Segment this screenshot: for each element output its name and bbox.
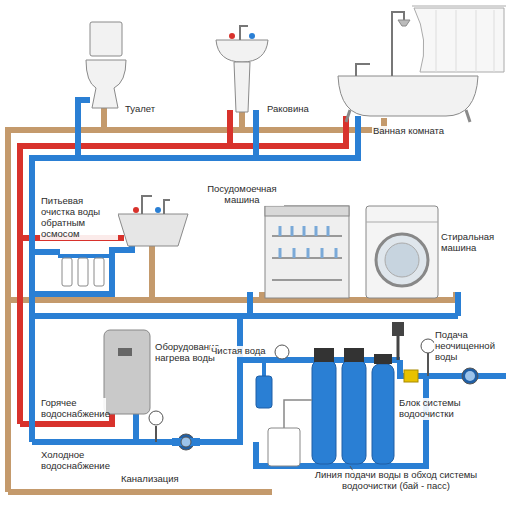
- ro-filters: [58, 256, 110, 286]
- label-text: Раковина: [266, 104, 326, 115]
- label-text: Канализация: [120, 474, 200, 485]
- label-text: Посудомоечная машина: [200, 184, 284, 206]
- shower-curtain: [412, 6, 506, 72]
- label-text: Питьевая очистка воды обратным осмосом: [40, 196, 118, 240]
- washing-machine: [366, 206, 438, 298]
- label-text: Блок системы водоочистки: [398, 398, 470, 420]
- ro-sink: [118, 196, 188, 246]
- label-text: Подача неочищенной воды: [434, 330, 506, 363]
- washbasin: [216, 26, 268, 112]
- label-text: Туалет: [124, 104, 174, 115]
- label-text: Холодное водоснабжение: [40, 450, 114, 472]
- label-text: Чистая вода: [210, 346, 274, 357]
- toilet: [86, 22, 126, 108]
- cold-pipes: [32, 100, 506, 466]
- label-text: Линия подачи воды в обход системы водооч…: [290, 470, 502, 492]
- water-heater: [104, 330, 150, 414]
- gauge-and-meter: [149, 411, 200, 450]
- dishwasher: [265, 206, 349, 298]
- sewer-pipes: [8, 108, 456, 492]
- label-text: Горячее водоснабжение: [40, 398, 106, 420]
- label-text: Ванная комната: [372, 126, 462, 137]
- label-text: Стиральная машина: [440, 232, 506, 254]
